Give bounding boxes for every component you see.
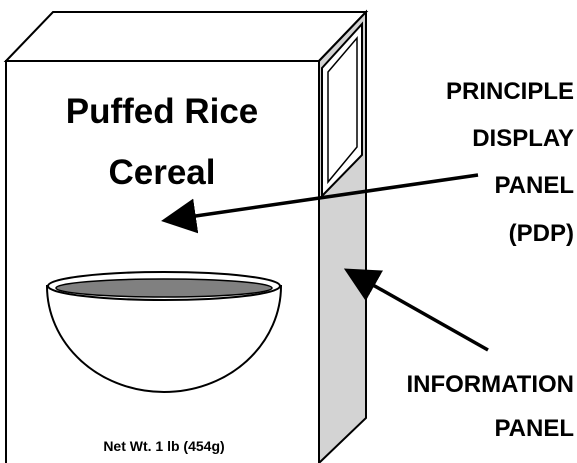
information-panel-arrow [343, 268, 489, 352]
info-label-line1: INFORMATION [406, 371, 574, 398]
net-weight: Net Wt. 1 lb (454g) [103, 438, 224, 454]
side-window-inner [327, 35, 358, 185]
info-label-line2: PANEL [494, 415, 574, 442]
product-name-line1: Puffed Rice [66, 92, 259, 131]
pdp-label-line4: (PDP) [509, 220, 574, 247]
pdp-label-line1: PRINCIPLE [446, 78, 574, 105]
product-name-line2: Cereal [108, 153, 215, 192]
pdp-label-line3: PANEL [494, 172, 574, 199]
cereal-bowl-icon [45, 271, 283, 393]
principal-display-panel-front [5, 60, 320, 463]
bowl-contents [55, 278, 273, 298]
pdp-arrow [161, 173, 479, 234]
pdp-label-line2: DISPLAY [472, 125, 574, 152]
box-top-face [3, 11, 369, 62]
